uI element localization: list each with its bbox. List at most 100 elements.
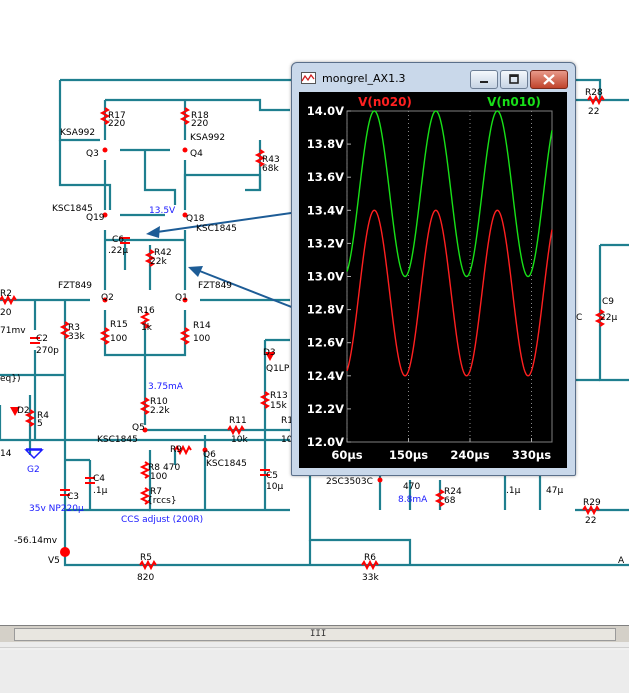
c9-label: C9	[602, 297, 614, 307]
r18-label: R18	[191, 111, 209, 121]
q2-label: Q2	[101, 293, 114, 303]
y-tick-label: 14.0V	[307, 104, 344, 118]
voltage-reading: -56.14mv	[14, 536, 58, 546]
r13-value: 15k	[270, 401, 287, 411]
y-axis-ticks: 14.0V13.8V13.6V13.4V13.2V13.0V12.8V12.6V…	[307, 104, 351, 449]
current-8-8ma: 8.8mA	[398, 495, 428, 505]
d2-label: D2	[17, 406, 30, 416]
fzt849-left: FZT849	[58, 281, 92, 291]
r18-value: 220	[191, 119, 208, 129]
maximize-icon	[509, 74, 519, 84]
scrollbar-thumb[interactable]: III	[14, 628, 616, 641]
voltage-annotation: 13.5V	[149, 206, 176, 216]
q4-type: KSA992	[190, 133, 225, 143]
y-tick-label: 12.6V	[307, 336, 344, 350]
q5-label: Q5	[132, 423, 145, 433]
plot-app-icon	[301, 72, 316, 84]
r28-label: R28	[585, 88, 603, 98]
g2-label: G2	[27, 465, 40, 475]
c3-value: 35v NP220µ	[29, 504, 84, 514]
r11-label: R11	[229, 416, 247, 426]
resistors	[0, 94, 606, 571]
fzt849-right: FZT849	[198, 281, 232, 291]
x-tick-label: 240µs	[450, 448, 489, 462]
r5-value: 820	[137, 573, 154, 583]
r10-label: R10	[150, 397, 168, 407]
x-tick-label: 330µs	[512, 448, 551, 462]
series-line	[346, 110, 553, 278]
legend-entry: V(n010)	[487, 95, 541, 109]
r28-value: 22	[588, 107, 599, 117]
r2-value: 20	[0, 308, 12, 318]
x-tick-label: 60µs	[331, 448, 362, 462]
q19-type: KSC1845	[52, 204, 93, 214]
r4-value: 5	[37, 419, 43, 429]
q18-type: KSC1845	[196, 224, 237, 234]
y-tick-label: 12.0V	[307, 435, 344, 449]
r8-value-2: 100	[150, 472, 167, 482]
q18-label: Q18	[186, 214, 205, 224]
r17-label: R17	[108, 111, 126, 121]
current-annotation: 3.75mA	[148, 382, 184, 392]
r15-label: R15	[110, 320, 128, 330]
q6-label: Q6	[203, 450, 216, 460]
r2-label: R2	[0, 289, 12, 299]
r6-value: 33k	[362, 573, 379, 583]
mv71-label: 71mv	[0, 326, 26, 336]
status-divider	[0, 647, 629, 650]
c6-label: C6	[112, 235, 124, 245]
c5-label: C5	[266, 471, 278, 481]
series-line	[346, 209, 553, 377]
r29-value: 22	[585, 516, 596, 526]
r6-label: R6	[364, 553, 376, 563]
q19-label: Q19	[86, 213, 105, 223]
scrollbar-grip: III	[310, 629, 327, 639]
c5-value: 10µ	[266, 482, 283, 492]
r1x-value: 10	[281, 435, 293, 445]
y-tick-label: 13.0V	[307, 270, 344, 284]
c3-label: C3	[67, 492, 79, 502]
q6-type: KSC1845	[206, 459, 247, 469]
r7-label: R7	[150, 487, 162, 497]
y-tick-label: 13.8V	[307, 137, 344, 151]
y-tick-label: 13.4V	[307, 203, 344, 217]
r43-value: 68k	[262, 164, 279, 174]
r13-label: R13	[270, 391, 288, 401]
d3-label: D3	[263, 348, 276, 358]
r5-label: R5	[140, 553, 152, 563]
net-a: A	[618, 556, 625, 566]
window-titlebar[interactable]: mongrel_AX1.3	[292, 63, 575, 91]
r17-value: 220	[108, 119, 125, 129]
r10-value: 2.2k	[150, 406, 170, 416]
r8-label: R8	[148, 463, 160, 473]
legend-entry: V(n020)	[358, 95, 412, 109]
r470-value: 470	[403, 482, 420, 492]
maximize-button[interactable]	[500, 70, 528, 89]
y-tick-label: 13.2V	[307, 236, 344, 250]
y-tick-label: 12.8V	[307, 303, 344, 317]
horizontal-scrollbar[interactable]: III	[0, 625, 629, 642]
r16-label: R16	[137, 306, 155, 316]
r11-value: 10k	[231, 435, 248, 445]
r42-value: 22k	[150, 257, 167, 267]
c9-value: 22µ	[600, 313, 617, 323]
r3-value: 33k	[68, 332, 85, 342]
r43-label: R43	[262, 155, 280, 165]
c6-value: .22µ	[108, 246, 128, 256]
c2-value: 270p	[36, 346, 59, 356]
r15-value: 100	[110, 334, 127, 344]
r14-value: 100	[193, 334, 210, 344]
r42-label: R42	[154, 248, 172, 258]
net-14: 14	[0, 449, 12, 459]
waveform-chart[interactable]: 14.0V13.8V13.6V13.4V13.2V13.0V12.8V12.6V…	[299, 92, 567, 468]
traces	[346, 110, 553, 377]
r8-value: 470	[163, 463, 180, 473]
r1x-label: R1	[281, 416, 293, 426]
minimize-button[interactable]	[470, 70, 498, 89]
r24-value: 68	[444, 496, 456, 506]
close-button[interactable]	[530, 70, 568, 89]
trace-legend: V(n020) V(n010)	[358, 95, 541, 109]
minimize-icon	[480, 81, 488, 83]
